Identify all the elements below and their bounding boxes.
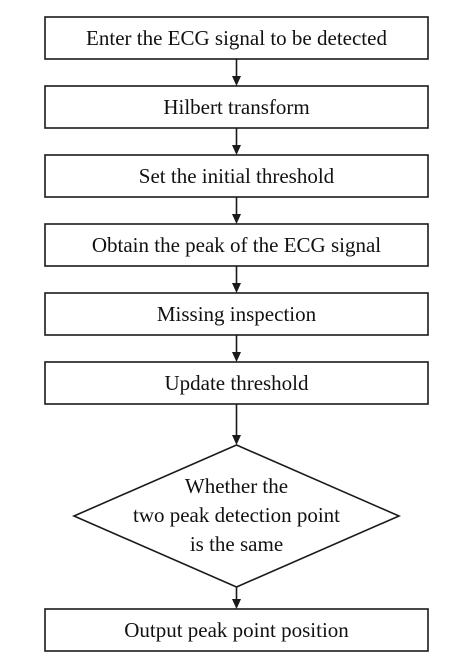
decision-line: is the same bbox=[190, 532, 283, 556]
step-label: Obtain the peak of the ECG signal bbox=[92, 233, 381, 257]
step-missing-inspection: Missing inspection bbox=[44, 292, 429, 336]
step-label: Set the initial threshold bbox=[139, 164, 335, 188]
step-update-threshold: Update threshold bbox=[44, 361, 429, 405]
step-hilbert-transform: Hilbert transform bbox=[44, 85, 429, 129]
arrow-7 bbox=[232, 587, 241, 609]
step-label: Hilbert transform bbox=[163, 95, 309, 119]
step-obtain-peak: Obtain the peak of the ECG signal bbox=[44, 223, 429, 267]
step-label: Enter the ECG signal to be detected bbox=[86, 26, 387, 50]
decision-line: two peak detection point bbox=[133, 503, 340, 527]
arrow-2 bbox=[232, 128, 241, 155]
step-enter-ecg-signal: Enter the ECG signal to be detected bbox=[44, 16, 429, 60]
arrow-6 bbox=[232, 404, 241, 445]
decision-same-peak-point: Whether the two peak detection point is … bbox=[72, 444, 401, 588]
arrow-1 bbox=[232, 59, 241, 86]
arrow-4 bbox=[232, 266, 241, 293]
decision-line: Whether the bbox=[185, 474, 288, 498]
output-label: Output peak point position bbox=[124, 618, 349, 642]
step-label: Missing inspection bbox=[157, 302, 317, 326]
arrow-3 bbox=[232, 197, 241, 224]
step-set-initial-threshold: Set the initial threshold bbox=[44, 154, 429, 198]
step-label: Update threshold bbox=[164, 371, 309, 395]
arrow-5 bbox=[232, 335, 241, 362]
step-output-peak-position: Output peak point position bbox=[44, 608, 429, 652]
